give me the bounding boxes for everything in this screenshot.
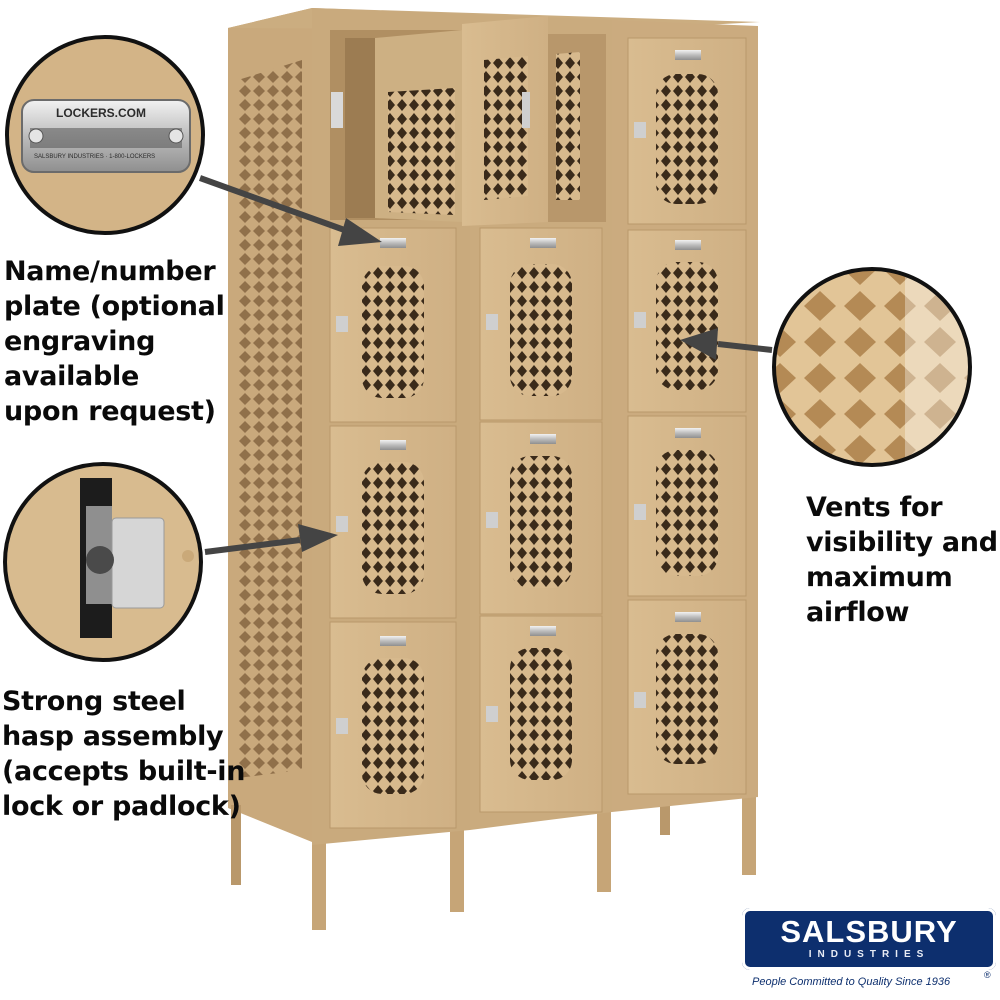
- locker-door: [329, 425, 457, 619]
- leg: [597, 812, 611, 892]
- name-plate: [530, 434, 556, 444]
- side-vent-mesh: [238, 60, 302, 778]
- name-plate: [380, 440, 406, 450]
- open-compartment: [330, 16, 606, 226]
- callout-line: lock or padlock): [2, 791, 241, 822]
- hasp: [634, 122, 646, 138]
- arrow-head: [680, 328, 718, 360]
- locker-door: [627, 37, 747, 225]
- hasp: [336, 316, 348, 332]
- leg: [742, 795, 756, 875]
- locker-door: [329, 227, 457, 423]
- vent-closeup-icon: [772, 267, 972, 467]
- leg: [231, 805, 241, 885]
- name-plate: [380, 238, 406, 248]
- hasp: [336, 516, 348, 532]
- hasp: [336, 718, 348, 734]
- brand-name: SALSBURY: [780, 914, 958, 949]
- callout-line: engraving: [4, 326, 156, 357]
- hasp: [486, 706, 498, 722]
- callout-line: visibility and: [806, 527, 998, 558]
- nameplate-closeup-icon: [5, 35, 205, 235]
- hasp-callout: Strong steel hasp assembly (accepts buil…: [2, 684, 245, 824]
- locker-door: [479, 227, 603, 421]
- brand-sub: INDUSTRIES: [808, 949, 930, 960]
- name-plate: [530, 626, 556, 636]
- nameplate-closeup-bottom-text: SALSBURY INDUSTRIES · 1-800-LOCKERS: [34, 154, 156, 160]
- locker-door: [479, 421, 603, 615]
- hasp: [486, 512, 498, 528]
- name-plate: [675, 612, 701, 622]
- callout-line: (accepts built-in: [2, 756, 246, 787]
- brand-tagline: People Committed to Quality Since 1936: [752, 976, 951, 988]
- callout-line: Name/number: [4, 256, 216, 287]
- nameplate-callout: Name/number plate (optional engraving av…: [4, 254, 225, 429]
- locker-door: [627, 229, 747, 413]
- salsbury-logo: SALSBURY INDUSTRIES: [742, 908, 996, 970]
- callout-line: upon request): [4, 396, 216, 427]
- leg: [450, 830, 464, 912]
- hasp: [634, 312, 646, 328]
- name-plate: [675, 240, 701, 250]
- locker-door: [627, 599, 747, 795]
- locker-door: [479, 615, 603, 813]
- hasp: [634, 504, 646, 520]
- locker-door: [329, 621, 457, 829]
- callout-line: Vents for: [806, 492, 943, 523]
- nameplate-closeup-top-text: LOCKERS.COM: [56, 106, 146, 120]
- callout-arrows: [198, 175, 773, 555]
- leg: [660, 800, 670, 835]
- hasp: [634, 692, 646, 708]
- callout-line: airflow: [806, 597, 910, 628]
- locker-doors: [329, 37, 747, 829]
- name-plate: [675, 428, 701, 438]
- locker-door: [627, 415, 747, 597]
- arrow-head: [338, 218, 382, 246]
- callout-line: plate (optional: [4, 291, 225, 322]
- name-plate: [675, 50, 701, 60]
- name-plate: [380, 636, 406, 646]
- callout-line: Strong steel: [2, 686, 186, 717]
- brand-trademark: ®: [984, 970, 991, 980]
- callout-line: hasp assembly: [2, 721, 224, 752]
- callout-line: available: [4, 361, 139, 392]
- callout-line: maximum: [806, 562, 953, 593]
- name-plate: [530, 238, 556, 248]
- door-latch: [331, 92, 343, 128]
- vents-callout: Vents for visibility and maximum airflow: [806, 490, 998, 630]
- hasp-closeup-icon: [3, 462, 203, 662]
- leg: [312, 835, 326, 930]
- hasp: [486, 314, 498, 330]
- arrow-head: [298, 524, 338, 552]
